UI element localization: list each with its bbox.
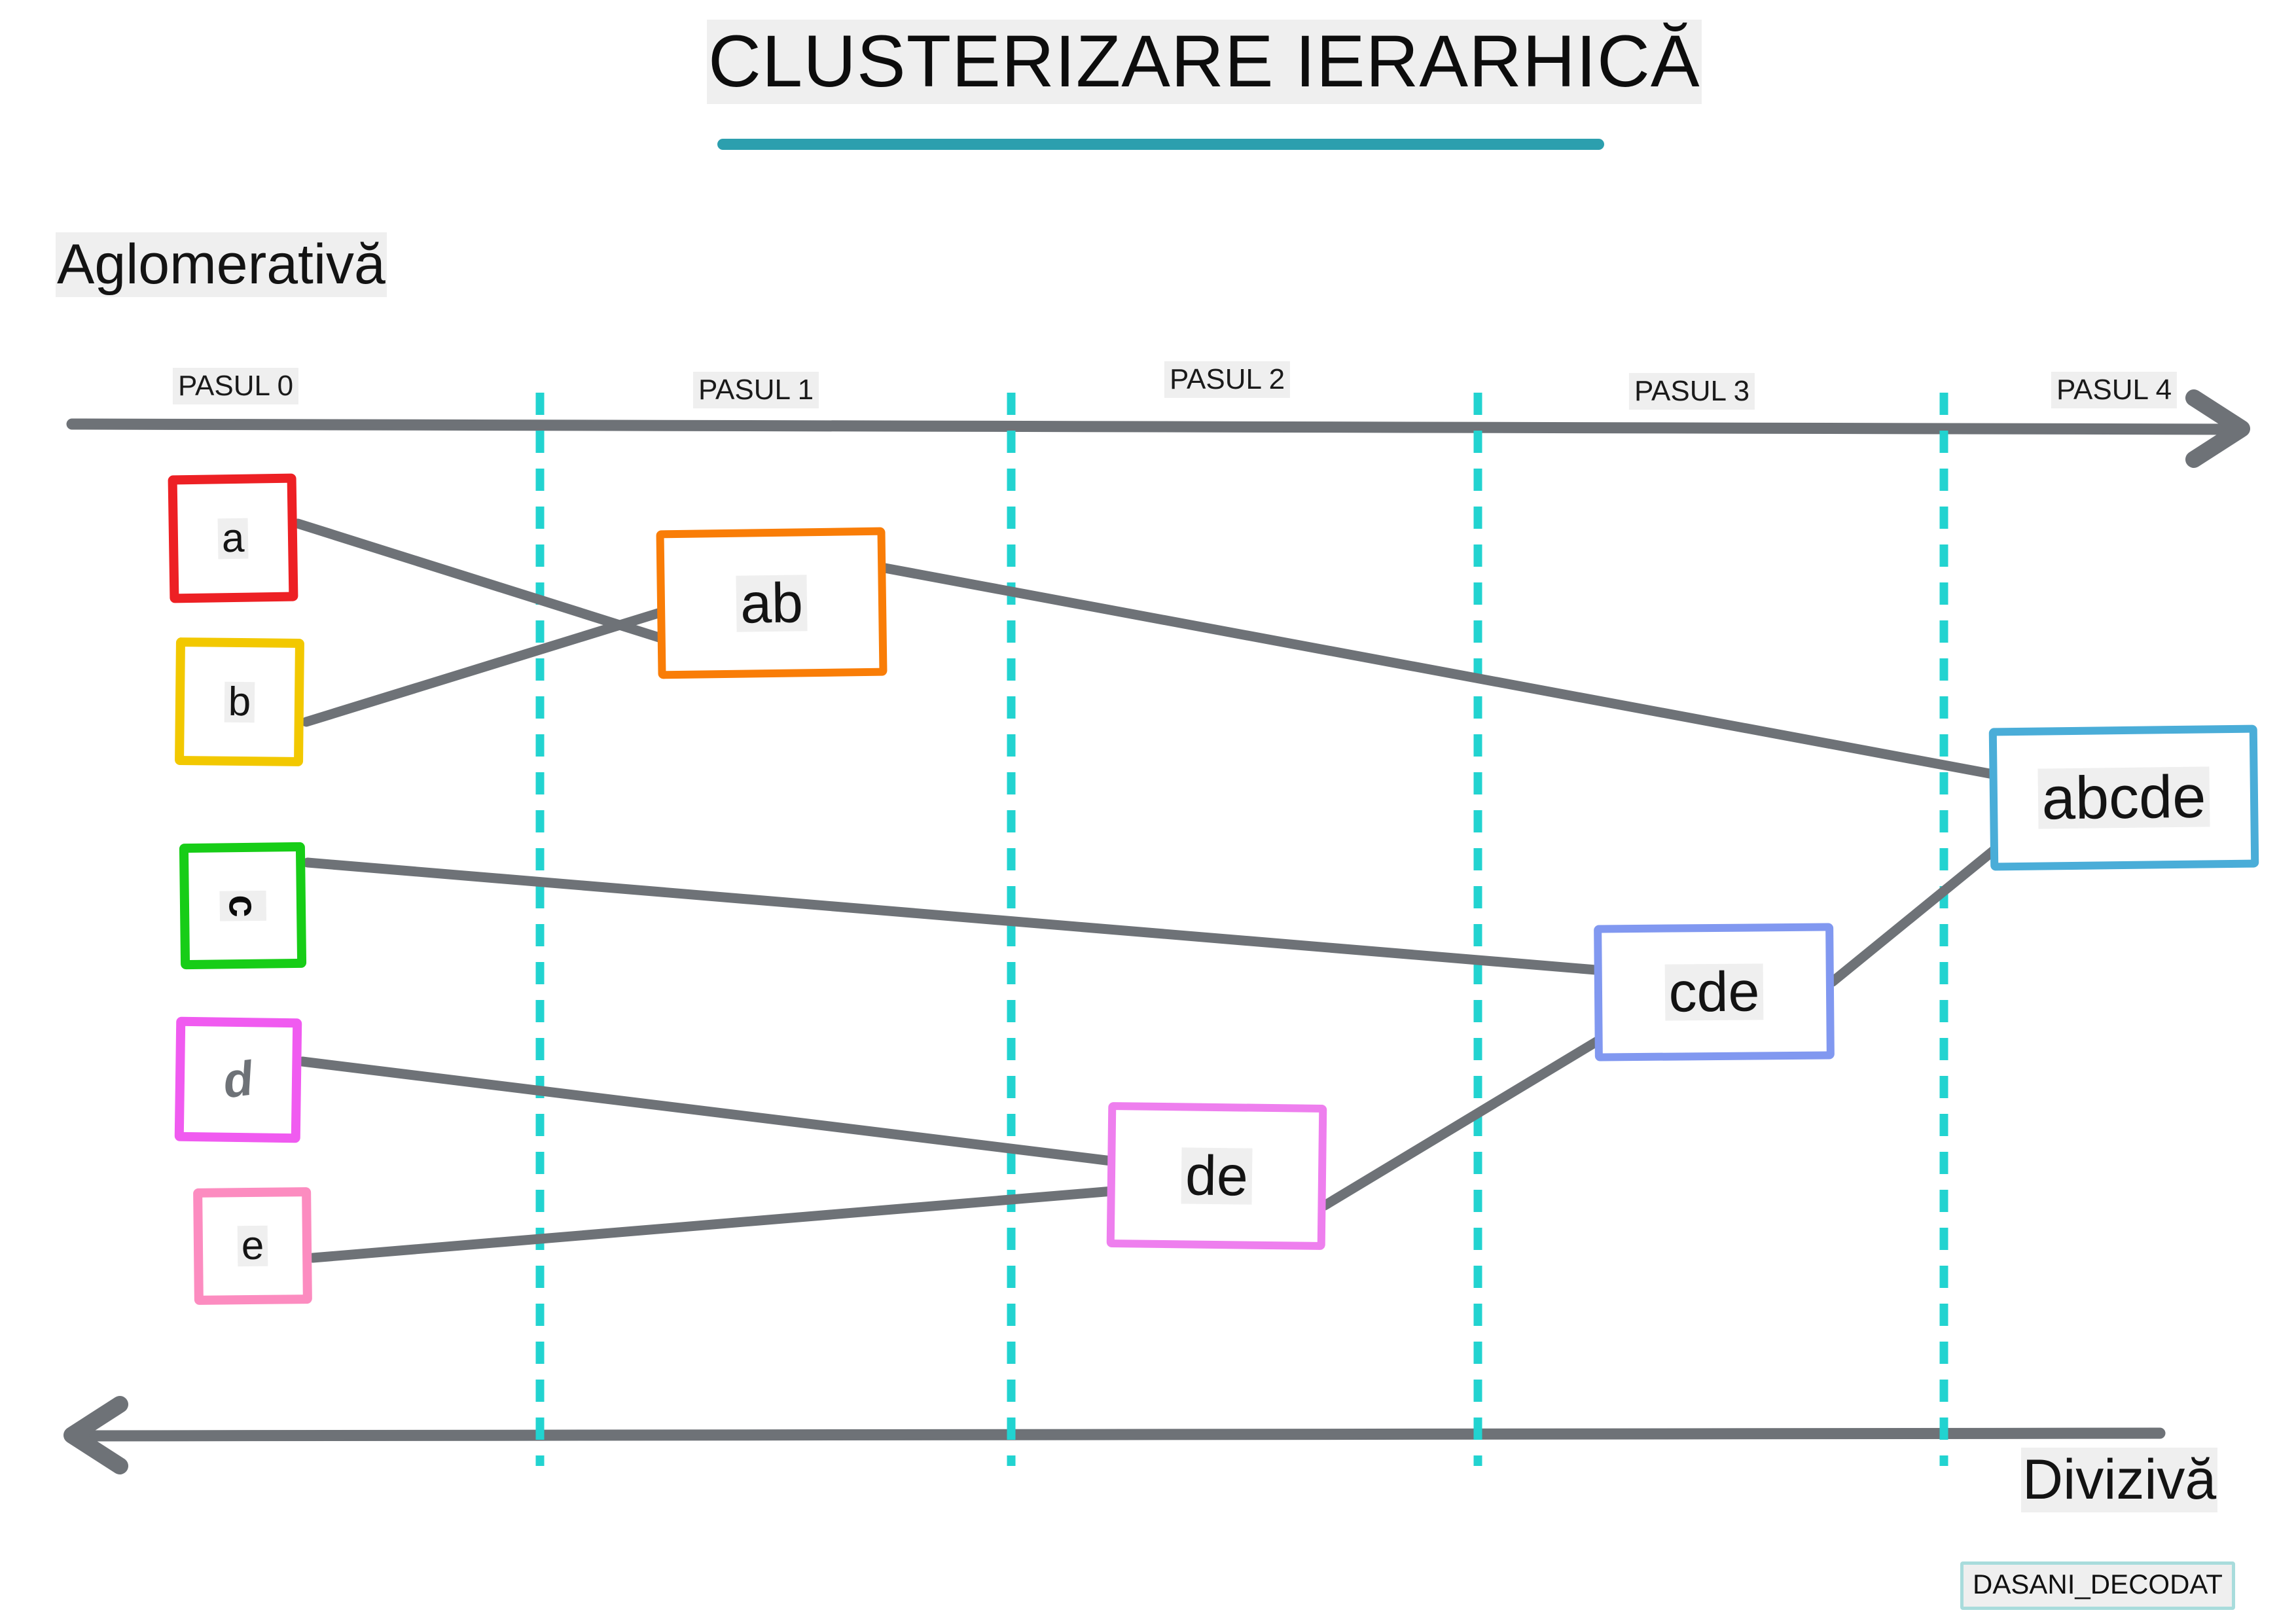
link-ab-abcde — [880, 563, 1998, 779]
watermark-text: DASANI_DECODAT — [1973, 1569, 2223, 1599]
heading-divisive: Divizivă — [2021, 1448, 2218, 1512]
link-d-de — [297, 1056, 1117, 1166]
page-title-text: CLUSTERIZARE IERARHICĂ — [707, 20, 1702, 104]
node-c-label: c — [219, 890, 266, 921]
link-de-cde — [1319, 1035, 1604, 1211]
node-ab-label: ab — [736, 571, 808, 635]
step-label-0: PASUL 0 — [172, 368, 299, 404]
link-b-ab — [301, 607, 668, 727]
heading-agglomerative-text: Aglomerativă — [56, 232, 387, 297]
heading-divisive-text: Divizivă — [2021, 1448, 2218, 1512]
node-b[interactable]: b — [174, 637, 305, 767]
axis-top-agglomerative — [66, 389, 2250, 468]
step-label-2: PASUL 2 — [1164, 361, 1291, 398]
node-ab[interactable]: ab — [656, 527, 888, 679]
step-label-4: PASUL 4 — [2051, 372, 2178, 408]
node-d-label: d — [220, 1050, 257, 1109]
node-c[interactable]: c — [179, 842, 307, 970]
link-a-ab — [293, 518, 666, 643]
node-abcde-label: abcde — [2037, 763, 2210, 832]
node-abcde[interactable]: abcde — [1988, 724, 2259, 871]
link-cde-abcde — [1827, 844, 2000, 987]
node-cde-label: cde — [1664, 960, 1764, 1024]
watermark-box: DASANI_DECODAT — [1960, 1561, 2235, 1610]
node-d[interactable]: d — [174, 1016, 302, 1143]
node-de-label: de — [1181, 1144, 1253, 1208]
node-cde[interactable]: cde — [1594, 923, 1835, 1061]
heading-agglomerative: Aglomerativă — [56, 232, 387, 297]
node-a[interactable]: a — [168, 473, 298, 603]
title-underline — [717, 139, 1604, 150]
node-de[interactable]: de — [1106, 1101, 1327, 1251]
step-label-1: PASUL 1 — [692, 372, 819, 408]
node-b-label: b — [224, 679, 255, 724]
node-e-label: e — [237, 1223, 268, 1268]
node-e[interactable]: e — [193, 1187, 312, 1305]
link-c-cde — [302, 857, 1601, 975]
page-title: CLUSTERIZARE IERARHICĂ — [707, 20, 1702, 104]
step-label-3: PASUL 3 — [1628, 373, 1755, 410]
node-a-label: a — [217, 515, 249, 561]
axis-bottom-divisive — [63, 1396, 2166, 1474]
link-e-de — [308, 1186, 1118, 1263]
